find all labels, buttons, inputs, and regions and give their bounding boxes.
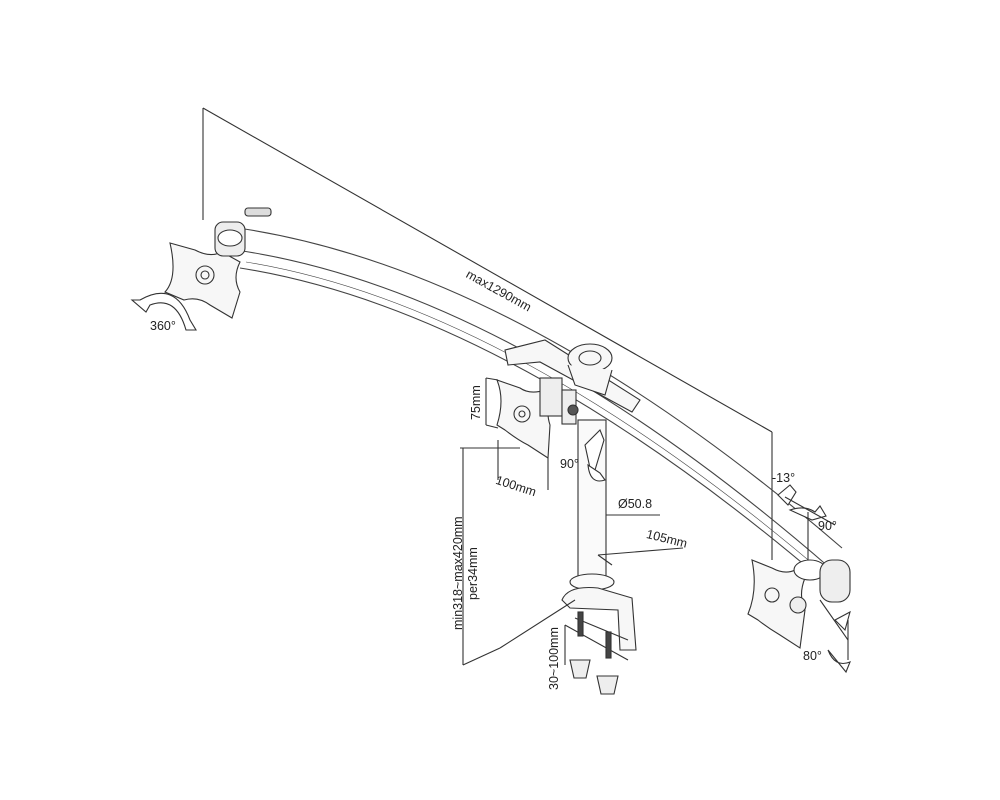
center-swivel-arrow (584, 429, 606, 482)
left-rotation-label: 360° (150, 319, 176, 333)
pole-height-label: min318~max420mm (451, 516, 465, 630)
left-vesa-plate (164, 207, 272, 319)
tilt-up-label: -13° (772, 471, 796, 485)
clamp-dimensions (499, 547, 684, 665)
pole-step-label: per34mm (466, 547, 480, 600)
desk-clamp (561, 586, 637, 695)
left-rotation-arrow (130, 292, 197, 331)
center-vesa-plate (496, 377, 579, 459)
max-width-dimension (202, 107, 773, 560)
center-swivel-label: 90° (560, 457, 579, 471)
center-hub (504, 339, 641, 413)
pole-height-dimension (460, 447, 660, 666)
vesa-height-label: 75mm (469, 385, 483, 420)
pole-diameter-label: Ø50.8 (618, 497, 653, 511)
tilt-down-label: 80° (803, 649, 822, 663)
vesa-dimensions (485, 377, 549, 490)
clamp-range-label: 30~100mm (547, 627, 561, 690)
right-tilt-arrows (777, 484, 851, 674)
swivel-right-label: 90° (818, 519, 837, 533)
right-vesa-plate (747, 559, 851, 649)
